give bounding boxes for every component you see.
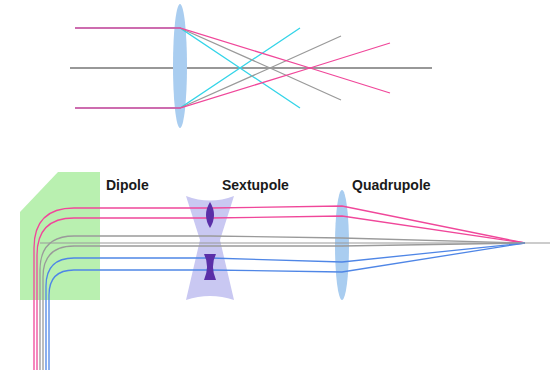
beamline-illustration bbox=[20, 172, 550, 370]
beam-axis bbox=[40, 242, 550, 243]
beam-trajectory bbox=[40, 236, 525, 370]
blue-ray bbox=[75, 28, 300, 108]
glass-lens bbox=[173, 4, 187, 128]
magnet-label: Dipole bbox=[106, 177, 149, 193]
magnet-label: Quadrupole bbox=[352, 177, 431, 193]
green-ray bbox=[180, 28, 341, 100]
beam-trajectory bbox=[49, 243, 525, 370]
red-ray bbox=[75, 28, 390, 93]
beam-trajectory bbox=[46, 243, 525, 370]
red-ray bbox=[75, 43, 390, 108]
focusing-lens-symbol bbox=[206, 202, 214, 228]
beam-trajectory bbox=[43, 243, 525, 370]
lens-illustration bbox=[70, 4, 432, 128]
blue-ray bbox=[75, 28, 300, 108]
optical-axis bbox=[70, 67, 432, 68]
magnet-label: Sextupole bbox=[222, 177, 289, 193]
defocusing-lens-symbol bbox=[204, 254, 216, 280]
beam-trajectory bbox=[37, 216, 525, 370]
sextupole-magnet bbox=[186, 196, 234, 300]
beam-trajectory bbox=[34, 206, 525, 370]
green-ray bbox=[180, 36, 341, 108]
